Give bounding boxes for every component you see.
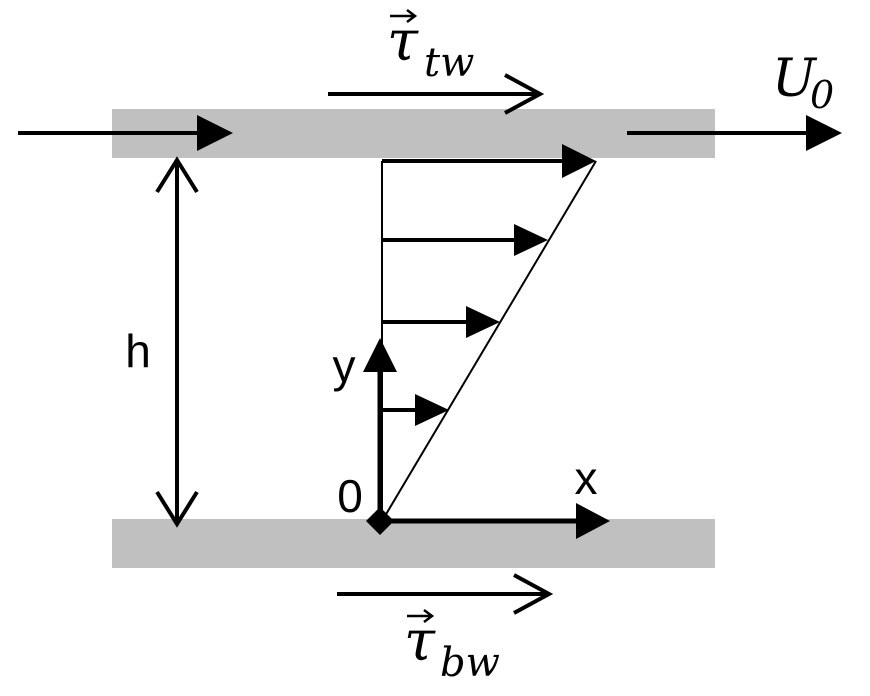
y-axis-label: y xyxy=(333,340,356,392)
bottom-shear-label: τ bw xyxy=(404,609,500,686)
bottom-shear-symbol: τ xyxy=(404,609,436,674)
bottom-plate xyxy=(112,519,715,568)
velocity-profile xyxy=(381,144,597,522)
bottom-shear-arrow xyxy=(337,573,554,615)
plate-motion-arrow-left xyxy=(18,115,233,151)
plate-velocity-symbol: U xyxy=(772,49,818,109)
profile-line xyxy=(381,160,597,522)
top-shear-label: τ tw xyxy=(387,9,474,86)
velocity-vector xyxy=(382,144,596,178)
velocity-vector xyxy=(382,224,548,256)
velocity-vector xyxy=(382,306,500,338)
top-shear-subscript: tw xyxy=(424,40,474,86)
top-shear-symbol: τ xyxy=(387,9,419,74)
top-shear-arrow xyxy=(328,73,545,115)
velocity-vector xyxy=(382,394,449,426)
gap-label: h xyxy=(125,325,151,377)
plate-motion-arrow-right xyxy=(627,115,842,151)
plate-velocity-subscript: 0 xyxy=(810,73,834,117)
origin-marker xyxy=(366,507,394,535)
x-axis-label: x xyxy=(575,452,598,504)
x-axis-arrow xyxy=(380,503,610,539)
gap-height-arrow xyxy=(155,156,199,528)
origin-label: 0 xyxy=(337,470,363,522)
vector-accent-icon xyxy=(390,9,418,23)
bottom-shear-subscript: bw xyxy=(440,640,500,686)
plate-velocity-label: U 0 xyxy=(772,49,834,117)
y-axis-arrow xyxy=(363,338,397,521)
vector-accent-icon xyxy=(407,609,435,623)
